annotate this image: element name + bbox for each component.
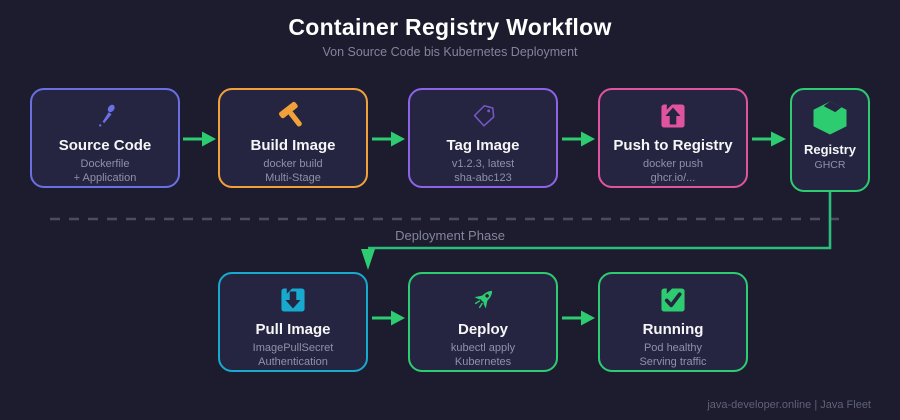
node-sub-line: ImagePullSecret: [252, 342, 334, 354]
tag-icon: [467, 99, 499, 133]
node-sub-line: Kubernetes: [454, 355, 512, 368]
node-subtext: GHCR: [815, 159, 846, 173]
node-title: Registry: [803, 142, 857, 157]
node-subtext: kubectl apply Kubernetes: [451, 342, 515, 369]
node-sub-line: docker push: [643, 158, 703, 170]
node-sub-line: Serving traffic: [639, 355, 707, 368]
node-sub-line: sha-abc123: [454, 171, 512, 184]
node-subtext: docker build Multi-Stage: [263, 158, 322, 185]
node-subtext: Dockerfile + Application: [74, 158, 137, 185]
node-pull-image: Pull Image ImagePullSecret Authenticatio…: [218, 272, 368, 372]
node-sub-line: GHCR: [814, 159, 846, 171]
node-registry: Registry GHCR: [790, 88, 870, 192]
node-title: Source Code: [58, 137, 152, 154]
flow-arrow-source-build: [183, 131, 216, 147]
node-sub-line: kubectl apply: [450, 342, 516, 354]
flow-arrow-deploy-running: [562, 310, 595, 326]
node-title: Tag Image: [446, 137, 520, 154]
arrow-up-square-icon: [657, 99, 689, 133]
node-push-to-registry: Push to Registry docker push ghcr.io/...: [598, 88, 748, 188]
node-subtext: ImagePullSecret Authentication: [253, 342, 334, 369]
node-sub-line: v1.2.3, latest: [451, 158, 515, 170]
node-subtext: Pod healthy Serving traffic: [639, 342, 706, 369]
node-title: Push to Registry: [613, 137, 733, 154]
flow-arrow-build-tag: [372, 131, 405, 147]
diagram-title: Container Registry Workflow: [288, 14, 612, 40]
phase-divider-label: Deployment Phase: [395, 228, 505, 243]
footer-credit: java-developer.online | Java Fleet: [707, 399, 871, 411]
node-title: Running: [642, 321, 704, 338]
package-icon: [808, 96, 852, 140]
node-subtext: docker push ghcr.io/...: [643, 158, 703, 185]
node-running: Running Pod healthy Serving traffic: [598, 272, 748, 372]
arrow-down-square-icon: [277, 283, 309, 317]
node-sub-line: Pod healthy: [643, 342, 703, 354]
connector-down-arrowhead: [361, 249, 375, 270]
pencil-icon: [89, 99, 121, 133]
node-title: Deploy: [457, 321, 508, 338]
node-title: Build Image: [250, 137, 336, 154]
check-square-icon: [657, 283, 689, 317]
node-sub-line: docker build: [263, 158, 323, 170]
node-sub-line: + Application: [73, 171, 137, 184]
node-sub-line: Authentication: [258, 355, 328, 368]
node-sub-line: Multi-Stage: [265, 171, 321, 184]
node-build-image: Build Image docker build Multi-Stage: [218, 88, 368, 188]
node-sub-line: ghcr.io/...: [650, 171, 696, 184]
node-title: Pull Image: [255, 321, 331, 338]
node-sub-line: Dockerfile: [80, 158, 130, 170]
flow-arrow-tag-push: [562, 131, 595, 147]
flow-arrow-push-registry: [752, 131, 786, 147]
hammer-icon: [277, 99, 309, 133]
node-subtext: v1.2.3, latest sha-abc123: [452, 158, 514, 185]
node-source-code: Source Code Dockerfile + Application: [30, 88, 180, 188]
flow-arrow-pull-deploy: [372, 310, 405, 326]
rocket-icon: [467, 283, 499, 317]
node-tag-image: Tag Image v1.2.3, latest sha-abc123: [408, 88, 558, 188]
diagram-subtitle: Von Source Code bis Kubernetes Deploymen…: [322, 45, 578, 59]
node-deploy: Deploy kubectl apply Kubernetes: [408, 272, 558, 372]
